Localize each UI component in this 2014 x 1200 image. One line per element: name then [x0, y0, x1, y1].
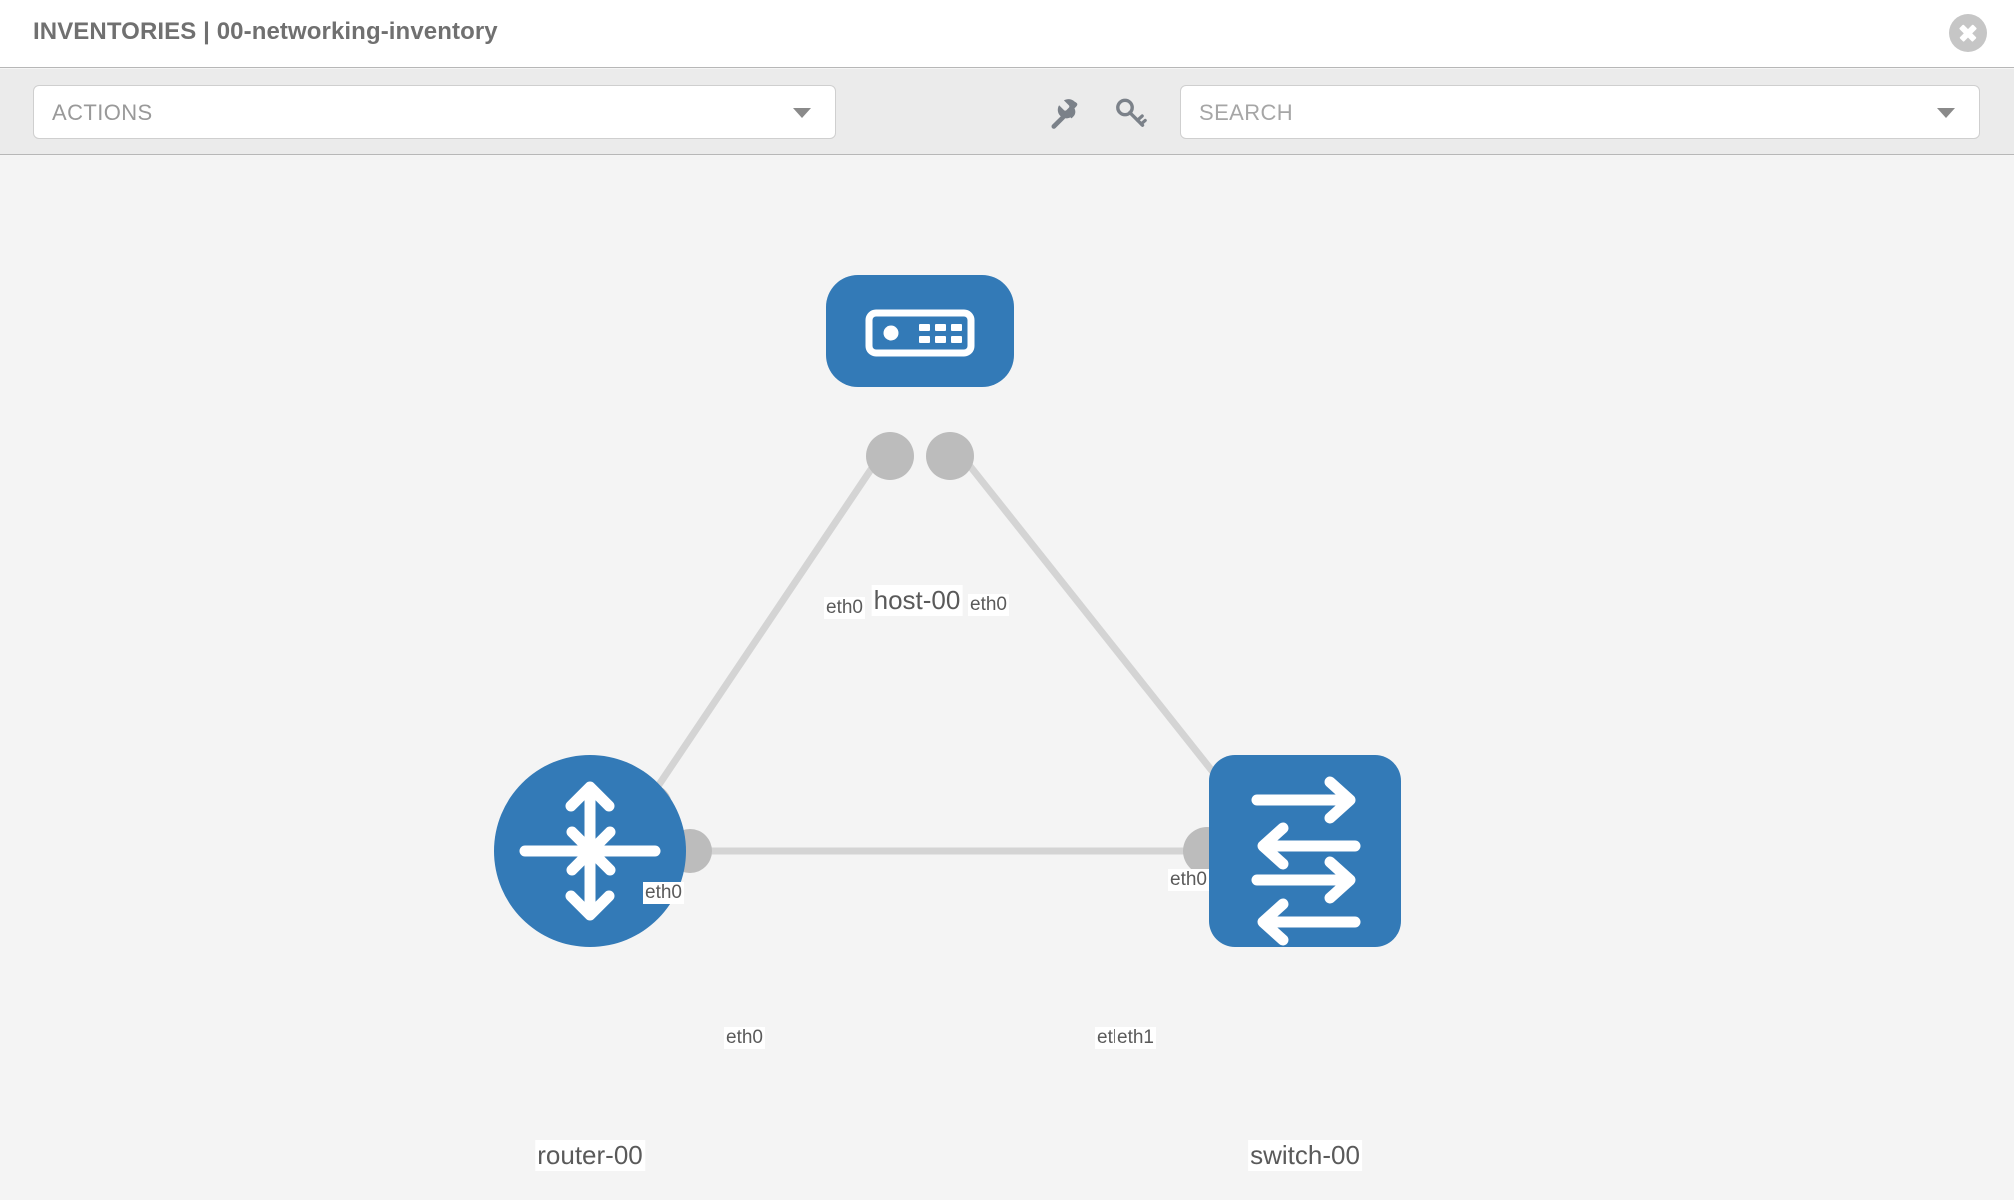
- interface-label: eth1: [1115, 1027, 1156, 1049]
- link-host00-router00[interactable]: [643, 454, 883, 806]
- page-title: INVENTORIES | 00-networking-inventory: [33, 18, 498, 45]
- link-host00-switch00[interactable]: [959, 453, 1235, 799]
- close-icon[interactable]: [1949, 14, 1987, 52]
- topology-canvas[interactable]: eth0 eth0 eth0 eth0 eth0 eth0 eth1 host-…: [0, 156, 2014, 1200]
- topology-node-switch-00[interactable]: [1209, 755, 1401, 947]
- interface-label: eth0: [643, 882, 684, 904]
- interface-label: eth0: [1168, 869, 1209, 891]
- connector-dot[interactable]: [866, 432, 914, 480]
- toolbar: ACTIONS SEARCH: [0, 69, 2014, 155]
- server-icon: [865, 309, 975, 357]
- interface-label: eth0: [724, 1027, 765, 1049]
- topology-node-host-00[interactable]: [826, 275, 1014, 387]
- switch-arrows-icon: [1251, 776, 1361, 946]
- connector-dot[interactable]: [926, 432, 974, 480]
- key-icon[interactable]: [1112, 95, 1148, 131]
- topology-node-router-00[interactable]: [494, 755, 686, 947]
- chevron-down-icon: [793, 108, 811, 118]
- topology-graph: [494, 275, 1401, 947]
- node-label-host-00: host-00: [871, 585, 963, 616]
- actions-dropdown-label: ACTIONS: [52, 100, 153, 125]
- topology-connectors: [628, 432, 1257, 875]
- page-header: INVENTORIES | 00-networking-inventory: [0, 0, 2014, 68]
- topology-links: [643, 453, 1235, 855]
- actions-dropdown[interactable]: ACTIONS: [33, 85, 836, 139]
- search-dropdown[interactable]: SEARCH: [1180, 85, 1980, 139]
- interface-label: eth0: [968, 594, 1009, 616]
- node-label-switch-00: switch-00: [1248, 1140, 1362, 1171]
- interface-label: eth0: [824, 597, 865, 619]
- search-input[interactable]: SEARCH: [1199, 100, 1294, 125]
- router-arrows-icon: [519, 781, 661, 921]
- chevron-down-icon: [1937, 108, 1955, 118]
- wrench-icon[interactable]: [1046, 95, 1082, 131]
- node-label-router-00: router-00: [535, 1140, 645, 1171]
